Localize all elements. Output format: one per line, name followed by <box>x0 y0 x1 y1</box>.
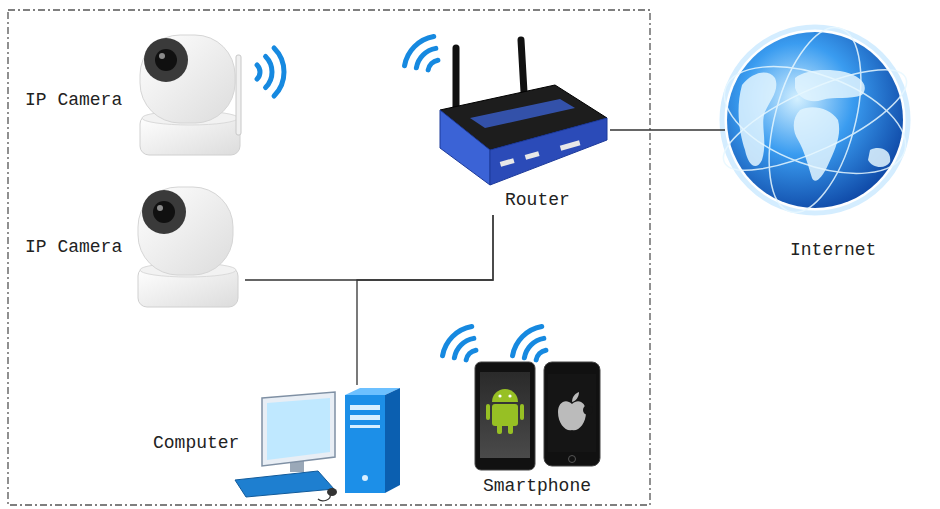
router-top-stripe <box>470 99 575 128</box>
router-side <box>490 118 607 185</box>
router-light <box>500 158 515 167</box>
globe-orbits <box>710 18 919 222</box>
android-eye <box>508 394 511 397</box>
camera-lens-glint <box>157 205 163 211</box>
device-node: Smartphone <box>435 315 610 500</box>
continent <box>794 107 839 181</box>
ip-camera-illustration <box>138 187 238 307</box>
device-node: IP Camera <box>20 25 248 160</box>
device-node: IP Camera <box>20 180 245 315</box>
router-illustration <box>405 37 607 185</box>
android-phone <box>475 362 535 470</box>
wifi-waves <box>257 48 284 96</box>
apple-logo-leaf <box>572 392 579 402</box>
apple-logo <box>558 401 586 430</box>
device-label: Smartphone <box>483 476 591 497</box>
camera-lens <box>153 201 175 223</box>
network-cable <box>357 215 493 385</box>
wifi-arc <box>513 327 542 356</box>
android-leg <box>508 424 513 434</box>
android-head <box>492 389 518 402</box>
tower-front <box>345 395 385 493</box>
home-button <box>569 456 576 463</box>
tower-side <box>385 388 400 493</box>
power-button <box>362 475 368 481</box>
android-eye <box>498 394 501 397</box>
drive-slot <box>350 425 380 428</box>
router-antenna <box>453 48 460 108</box>
device-node: Router <box>400 25 610 215</box>
device-node: Computer <box>148 385 408 502</box>
router-light <box>560 140 581 150</box>
wifi-arc <box>524 338 543 357</box>
android-arm <box>486 404 490 420</box>
wifi-arc <box>274 48 284 96</box>
android-leg <box>497 424 502 434</box>
computer-illustration <box>235 388 400 501</box>
camera-lens-ring <box>142 190 186 234</box>
device-node: Internet <box>725 20 905 270</box>
monitor-frame <box>262 392 335 466</box>
globe-glow <box>722 27 908 213</box>
network-cable <box>610 129 725 130</box>
wifi-arc <box>266 56 272 87</box>
wifi-arc <box>443 327 472 356</box>
device-label: Computer <box>153 433 239 454</box>
router-front <box>440 110 490 185</box>
network-cable <box>245 215 493 280</box>
wifi-arc <box>454 338 473 357</box>
camera-antenna <box>236 55 241 135</box>
camera-head <box>138 187 233 275</box>
apple-phone <box>544 362 600 466</box>
android-arm <box>520 404 524 420</box>
apple-logo-bite <box>583 405 593 415</box>
orbit-ring <box>710 45 919 195</box>
router-light <box>525 151 540 160</box>
continent <box>868 148 890 167</box>
camera-lens-glint <box>159 53 165 59</box>
wifi-arc <box>416 48 435 67</box>
wifi-waves <box>443 327 476 360</box>
device-label: Internet <box>790 240 876 261</box>
camera-head <box>140 35 235 123</box>
wifi-arc <box>536 350 546 360</box>
globe-body <box>727 32 903 208</box>
wifi-waves <box>513 327 546 360</box>
wifi-waves <box>405 37 438 70</box>
device-label: IP Camera <box>25 237 122 258</box>
phone-screen <box>548 374 596 452</box>
network-boundary <box>8 10 650 505</box>
device-label: Router <box>505 190 570 211</box>
smartphone-illustration <box>443 327 600 470</box>
android-body <box>492 404 518 426</box>
drive-slot <box>350 415 380 420</box>
wifi-arc <box>466 350 476 360</box>
phone-screen <box>480 372 530 458</box>
mouse <box>327 488 337 496</box>
monitor-screen <box>267 398 330 460</box>
drive-slot <box>350 405 380 410</box>
wifi-arc <box>428 60 438 70</box>
keyboard <box>235 471 334 497</box>
wifi-arc <box>405 37 434 66</box>
camera-lens-ring <box>144 38 188 82</box>
wifi-arc <box>257 65 260 79</box>
orbit-ring <box>752 18 878 222</box>
camera-lens <box>155 49 177 71</box>
globe-illustration <box>710 18 919 222</box>
ip-camera-illustration <box>140 35 284 155</box>
device-label: IP Camera <box>25 90 122 111</box>
mouse-cable <box>318 494 330 501</box>
router-antenna <box>521 40 524 92</box>
